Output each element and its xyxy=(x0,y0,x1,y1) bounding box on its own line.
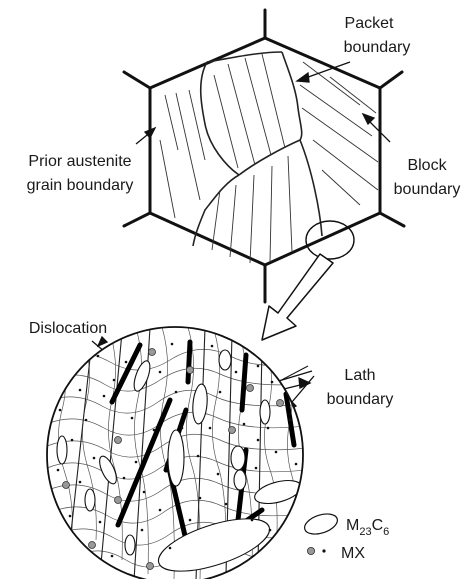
mx-legend-black-dot xyxy=(322,549,325,552)
magnified-lath-structure xyxy=(46,327,305,579)
mx-legend-grey-dot xyxy=(307,547,314,554)
magnification-arrow xyxy=(262,254,333,340)
lath-boundary-label-line1: Lath xyxy=(344,367,375,384)
dislocation-label: Dislocation xyxy=(29,320,107,337)
block-boundary-label-line2: boundary xyxy=(394,181,461,198)
m23c6-label: M23C6 xyxy=(346,517,389,538)
prior-austenite-label-line2: grain boundary xyxy=(27,177,134,194)
packet-boundary-label-line2: boundary xyxy=(344,39,411,56)
mx-label: MX xyxy=(341,545,365,562)
block-boundary-label-line1: Block xyxy=(407,157,447,174)
lath-boundary-label-line2: boundary xyxy=(327,391,394,408)
packet-boundary-label-line1: Packet xyxy=(345,15,394,32)
legend xyxy=(302,510,340,554)
m23c6-legend-symbol xyxy=(302,510,340,538)
hexagon-grain-outline xyxy=(150,38,380,265)
prior-austenite-label-line1: Prior austenite xyxy=(28,153,131,170)
